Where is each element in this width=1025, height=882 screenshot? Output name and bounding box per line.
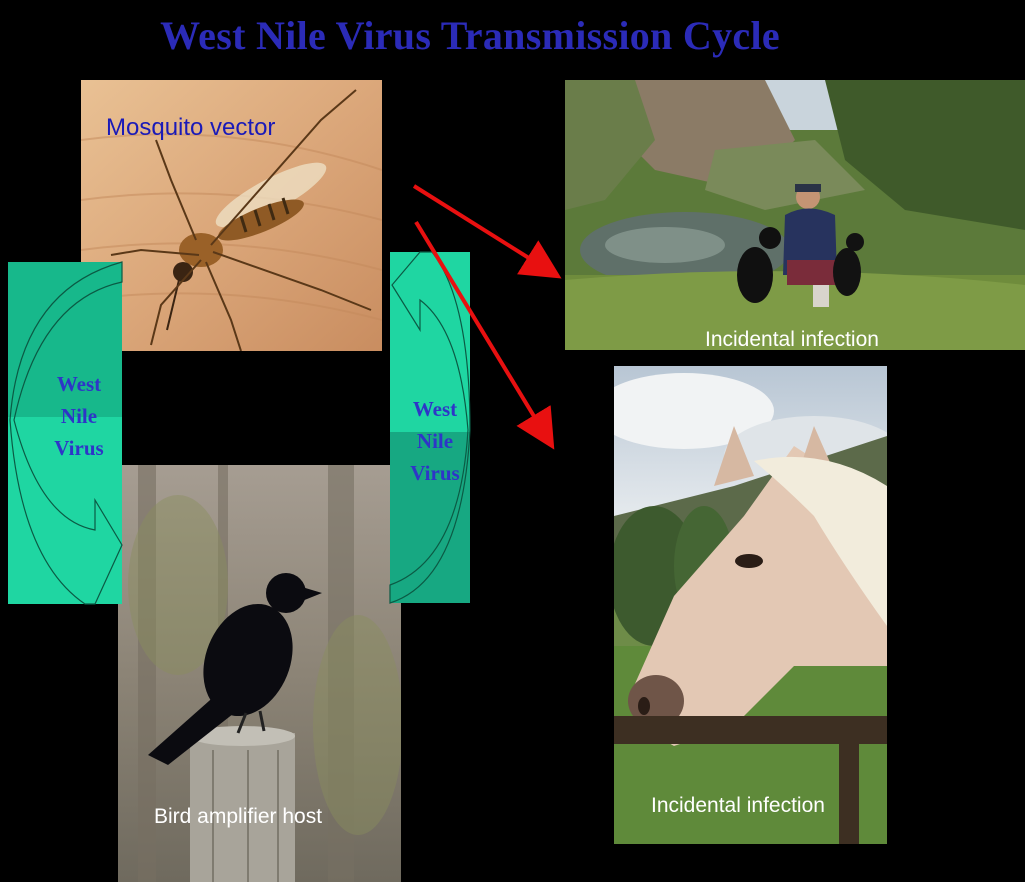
right-cycle-label-line1: West xyxy=(376,393,494,425)
right-cycle-label-line3: Virus xyxy=(376,457,494,489)
right-cycle-label: West Nile Virus xyxy=(376,393,494,489)
left-cycle-label-line1: West xyxy=(20,368,138,400)
left-cycle-label: West Nile Virus xyxy=(20,368,138,464)
left-cycle-label-line2: Nile xyxy=(20,400,138,432)
left-cycle-label-line3: Virus xyxy=(20,432,138,464)
right-cycle-label-line2: Nile xyxy=(376,425,494,457)
